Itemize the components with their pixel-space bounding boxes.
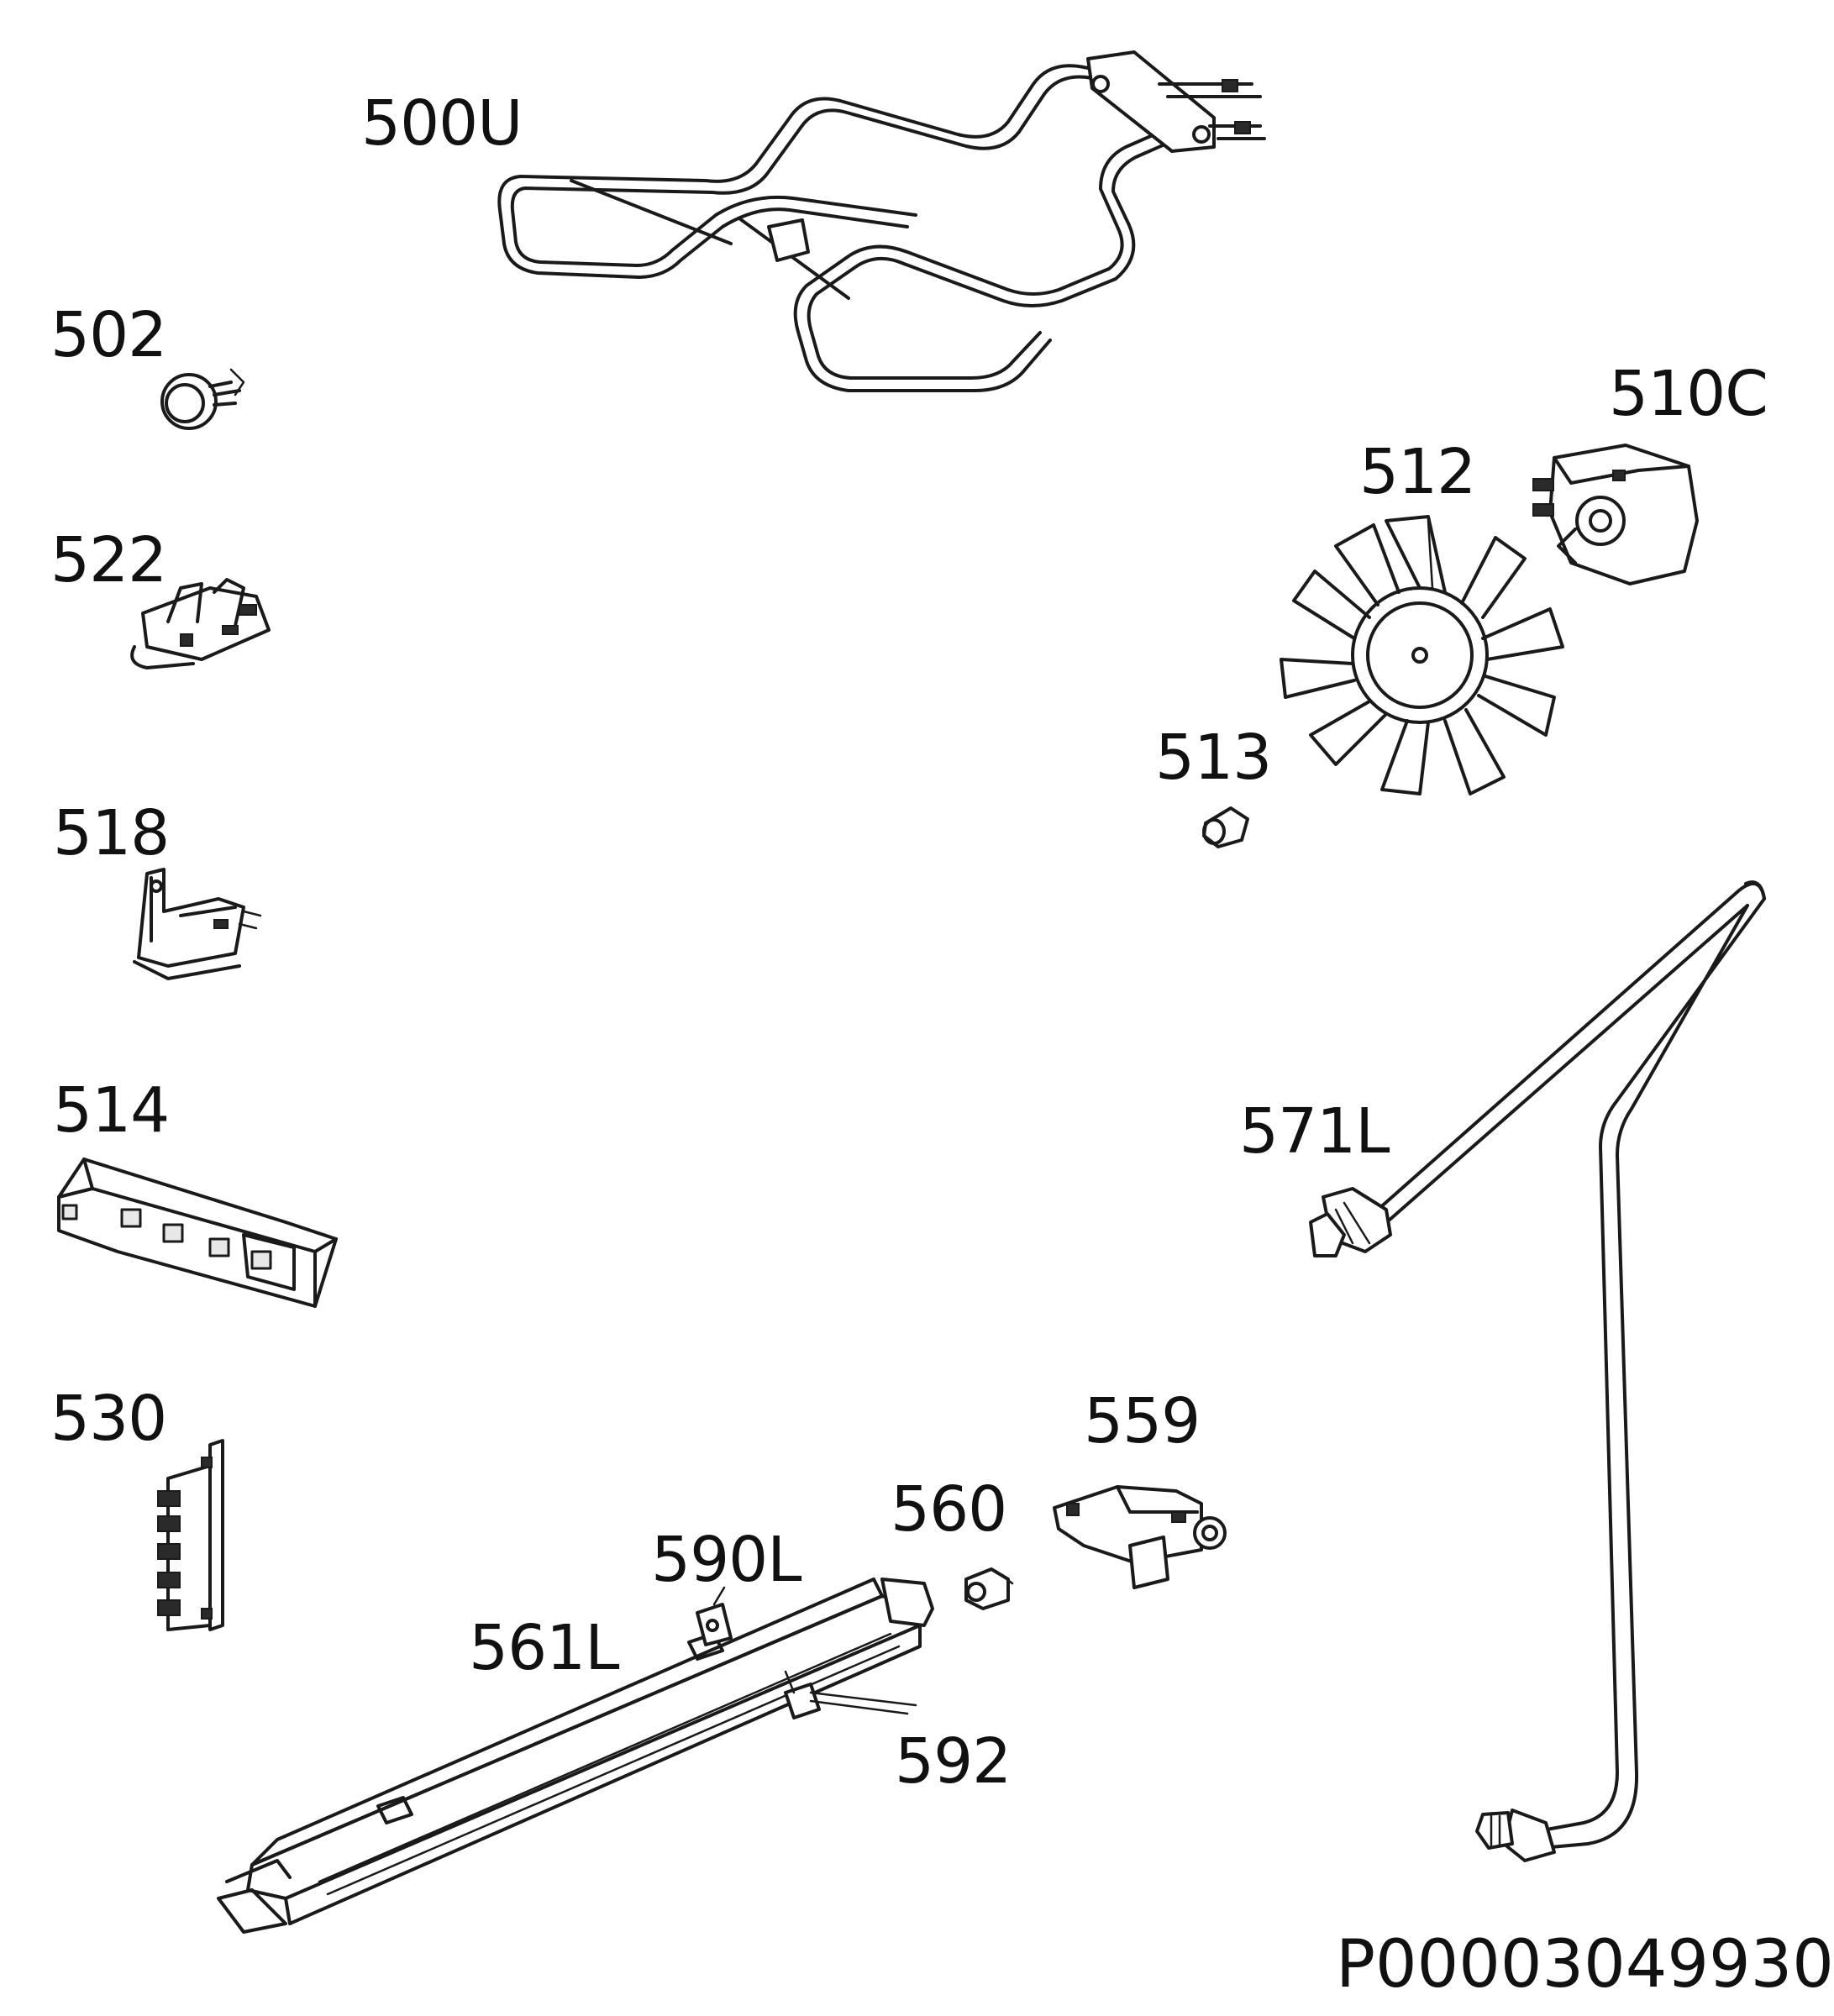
part-590L-bracket <box>696 1586 733 1646</box>
label-500U: 500U <box>361 87 523 160</box>
part-522-switch <box>130 578 271 669</box>
part-571L-gas-pipe <box>1309 880 1766 1862</box>
part-560-fitting <box>964 1567 1014 1610</box>
part-530-terminal-block <box>157 1439 224 1631</box>
part-559-valve <box>1053 1485 1227 1589</box>
label-561L: 561L <box>469 1612 619 1684</box>
label-560: 560 <box>891 1473 1007 1546</box>
part-518-switch <box>133 868 262 980</box>
label-510C: 510C <box>1609 358 1768 430</box>
part-502-thermostat <box>160 368 245 430</box>
label-522: 522 <box>50 524 167 596</box>
part-512-fan <box>1280 515 1564 795</box>
label-590L: 590L <box>651 1524 801 1596</box>
label-502: 502 <box>50 299 167 371</box>
part-510C-fan-motor <box>1532 444 1699 585</box>
label-514: 514 <box>53 1074 170 1147</box>
label-592: 592 <box>895 1725 1012 1798</box>
label-559: 559 <box>1084 1385 1201 1457</box>
part-561L-burner <box>217 1578 934 1934</box>
label-571L: 571L <box>1239 1095 1390 1168</box>
part-514-ignition-module <box>57 1158 338 1308</box>
label-513: 513 <box>1155 722 1272 794</box>
document-id: P00003049930 <box>1336 1927 1834 2003</box>
part-500U-heating-element <box>497 50 1266 392</box>
part-592-electrode <box>784 1670 917 1719</box>
label-512: 512 <box>1359 436 1476 508</box>
part-513-nut <box>1202 806 1249 848</box>
label-518: 518 <box>53 797 170 869</box>
label-530: 530 <box>50 1383 167 1455</box>
